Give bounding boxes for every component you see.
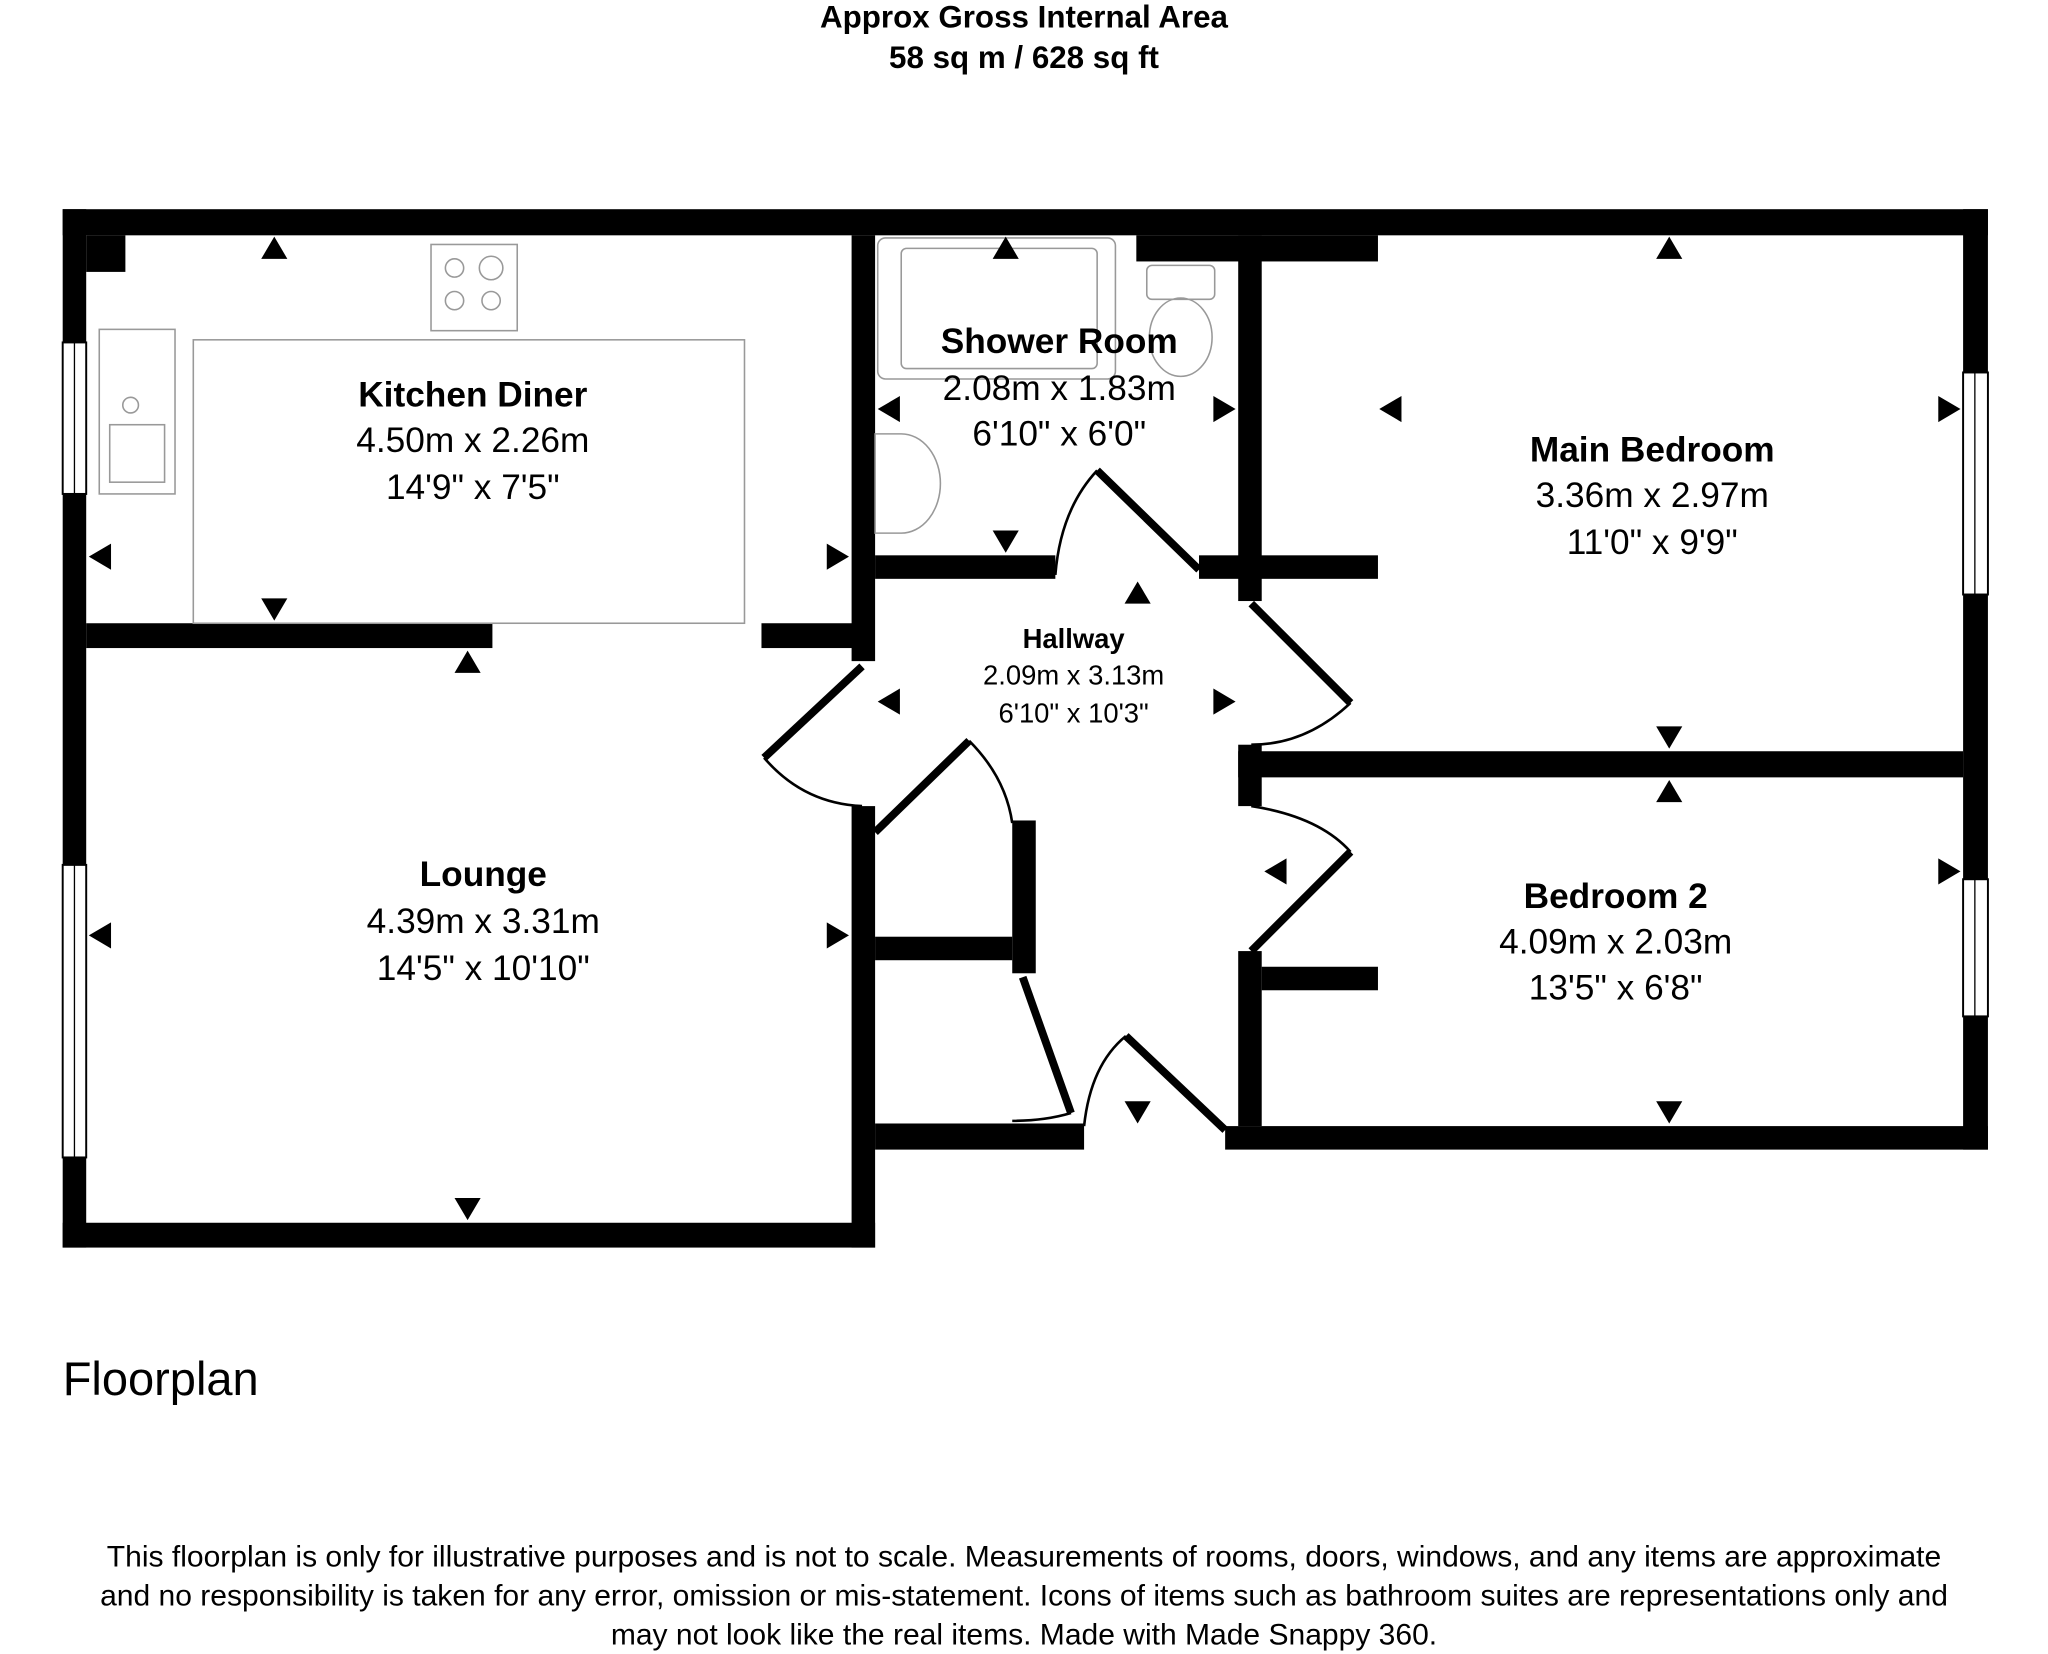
svg-text:14'9" x 7'5": 14'9" x 7'5" [386, 468, 560, 507]
svg-text:Shower Room: Shower Room [941, 322, 1178, 361]
svg-text:Hallway: Hallway [1023, 623, 1126, 654]
fixtures [98, 237, 1216, 625]
room-kitchen-diner: Kitchen Diner 4.50m x 2.26m 14'9" x 7'5" [356, 375, 589, 507]
area-title: Approx Gross Internal Area [820, 0, 1229, 35]
floor-label: Floorplan [63, 1352, 259, 1405]
worktop [192, 339, 746, 625]
hob-icon [430, 243, 519, 332]
svg-text:6'10" x 10'3": 6'10" x 10'3" [998, 698, 1148, 729]
windows [61, 341, 1989, 1159]
room-hallway: Hallway 2.09m x 3.13m 6'10" x 10'3" [983, 623, 1164, 728]
area-value: 58 sq m / 628 sq ft [889, 40, 1159, 75]
room-lounge: Lounge 4.39m x 3.31m 14'5" x 10'10" [367, 855, 600, 988]
basin-icon [874, 433, 942, 534]
svg-text:4.50m x 2.26m: 4.50m x 2.26m [356, 421, 589, 460]
svg-text:6'10" x 6'0": 6'10" x 6'0" [972, 415, 1146, 454]
svg-text:4.09m x 2.03m: 4.09m x 2.03m [1499, 923, 1732, 962]
disclaimer: This floorplan is only for illustrative … [100, 1540, 1948, 1651]
svg-text:Bedroom 2: Bedroom 2 [1524, 877, 1708, 916]
svg-text:14'5" x 10'10": 14'5" x 10'10" [377, 949, 590, 988]
svg-text:4.39m x 3.31m: 4.39m x 3.31m [367, 902, 600, 941]
svg-text:Kitchen Diner: Kitchen Diner [358, 375, 587, 414]
shower-tray-icon [876, 237, 1117, 380]
svg-text:2.08m x 1.83m: 2.08m x 1.83m [943, 369, 1176, 408]
svg-text:and no responsibility is taken: and no responsibility is taken for any e… [100, 1579, 1948, 1612]
svg-text:may not look like the real ite: may not look like the real items. Made w… [611, 1619, 1437, 1652]
svg-text:This floorplan is only for ill: This floorplan is only for illustrative … [107, 1540, 1941, 1573]
svg-text:11'0" x 9'9": 11'0" x 9'9" [1567, 523, 1738, 562]
sink-icon [98, 328, 176, 495]
room-main-bedroom: Main Bedroom 3.36m x 2.97m 11'0" x 9'9" [1530, 430, 1775, 562]
toilet-icon [1145, 264, 1216, 301]
room-shower-room: Shower Room 2.08m x 1.83m 6'10" x 6'0" [941, 322, 1178, 454]
svg-text:Main Bedroom: Main Bedroom [1530, 430, 1775, 469]
svg-text:Lounge: Lounge [420, 855, 547, 894]
measure-arrows [88, 236, 1961, 1221]
doors [761, 467, 1354, 1133]
svg-text:13'5" x 6'8": 13'5" x 6'8" [1529, 968, 1703, 1007]
svg-text:3.36m x 2.97m: 3.36m x 2.97m [1536, 476, 1769, 515]
room-bedroom-2: Bedroom 2 4.09m x 2.03m 13'5" x 6'8" [1499, 877, 1732, 1007]
svg-text:2.09m x 3.13m: 2.09m x 3.13m [983, 660, 1164, 691]
